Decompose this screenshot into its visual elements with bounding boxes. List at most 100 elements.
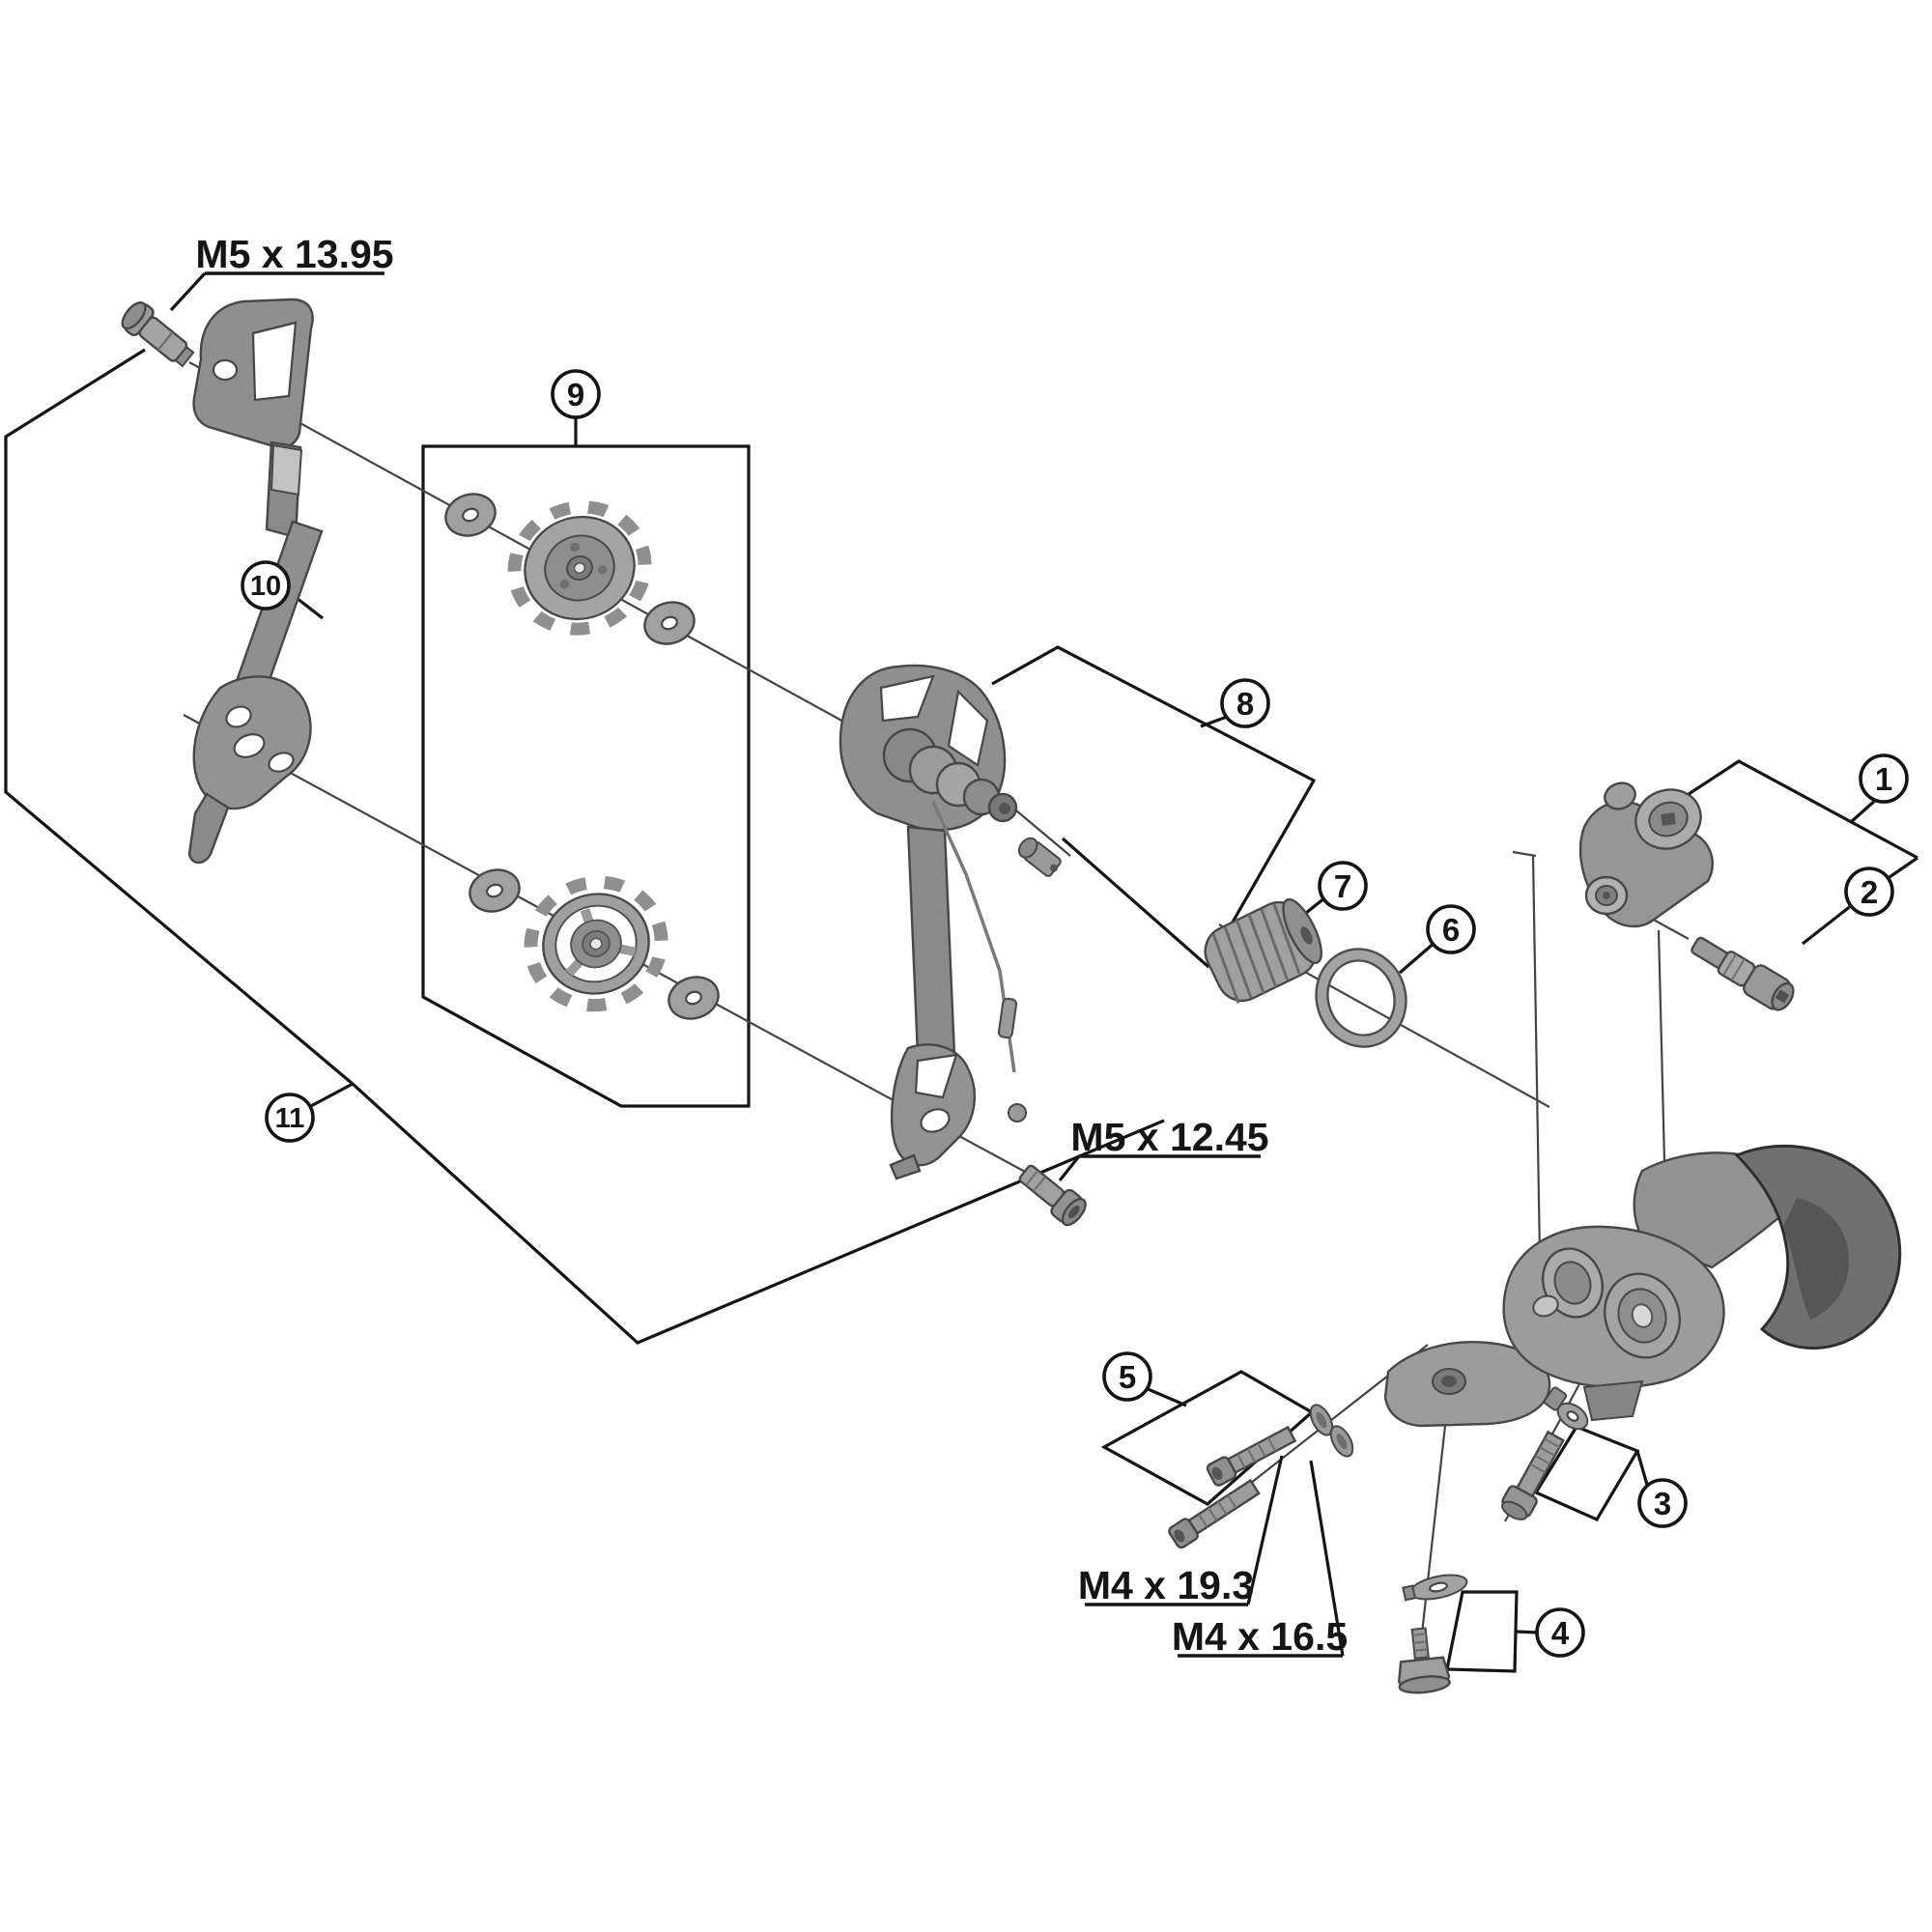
part-number-9: 9: [567, 377, 584, 412]
part-callout-1: 1: [1859, 753, 1909, 804]
derailleur-body: [1383, 1144, 1902, 1428]
pulley-washer: [668, 976, 720, 1020]
axis-link-tick: [1512, 850, 1537, 858]
cage-spring-pin: [931, 801, 1027, 1122]
part-callout-6: 6: [1426, 904, 1476, 954]
tension-screw: [1398, 1627, 1451, 1694]
body-boss-center: [1604, 1272, 1681, 1359]
cable-bolt-group: [1168, 1404, 1354, 1549]
cage-plate-cutout-1: [879, 674, 935, 723]
part-number-6: 6: [1442, 912, 1460, 948]
callout-stub-8: [1200, 715, 1228, 728]
cable-washer-2: [1329, 1425, 1354, 1458]
bracket-axle-bolt: [1690, 936, 1795, 1011]
callout-stub-4: [1516, 1630, 1539, 1634]
outer-plate: [192, 298, 314, 539]
part-callout-2: 2: [1844, 867, 1894, 917]
body-boss-left: [1542, 1247, 1604, 1319]
dimension-label-m5x13-95: M5 x 13.95: [195, 232, 393, 276]
pulley-washer: [643, 601, 696, 645]
part-number-2: 2: [1861, 874, 1878, 910]
cable-washer-1: [1309, 1404, 1334, 1436]
callout-diamond-5: [1100, 1370, 1315, 1506]
part-callout-9: 9: [551, 369, 601, 419]
part-number-4: 4: [1551, 1615, 1570, 1651]
callout-diamond-8: [991, 645, 1317, 969]
cage-plate-bottom-hole: [920, 1108, 951, 1133]
cage-plate-bottom-cutout: [914, 1053, 958, 1099]
part-callout-10: 10: [241, 560, 291, 611]
link-upper-boss: [1634, 788, 1702, 850]
link-flange: [1604, 781, 1636, 810]
part-number-3: 3: [1654, 1486, 1671, 1521]
leader-m5-mid: [1058, 1155, 1081, 1181]
leader-m4-a: [1246, 1455, 1284, 1605]
part-callout-8: 8: [1220, 678, 1270, 728]
part-callout-7: 7: [1318, 861, 1368, 911]
tension-spring: [1204, 897, 1322, 1004]
outer-plate-strap-highlight: [270, 443, 303, 497]
callout-square-4: [1445, 1590, 1519, 1673]
part-callout-11: 11: [265, 1093, 315, 1143]
part-callout-5: 5: [1102, 1351, 1152, 1402]
part-number-callouts: 1 2 3 4 5 6 7 8: [241, 369, 1909, 1658]
dimension-label-m4x19-3: M4 x 19.3: [1078, 1563, 1254, 1607]
dimension-label-m5x12-45: M5 x 12.45: [1070, 1115, 1268, 1159]
dimension-label-m4x16-5: M4 x 16.5: [1172, 1614, 1348, 1659]
callout-stub-11: [308, 1082, 354, 1109]
part-number-11: 11: [275, 1103, 305, 1134]
part-callout-3: 3: [1637, 1478, 1688, 1528]
callout-stub-3: [1635, 1450, 1649, 1486]
tension-washer: [1402, 1574, 1468, 1602]
callout-stub-5: [1145, 1386, 1187, 1407]
pulley-set: [444, 493, 720, 1020]
cage-plate-assembly: [838, 664, 1062, 1180]
inner-plate: [187, 520, 324, 865]
stopper-bolt-group: [1501, 1386, 1589, 1520]
part-number-1: 1: [1875, 761, 1892, 797]
cage-plate-bottom-head: [890, 1043, 977, 1167]
cable-bolt-short: [1206, 1425, 1297, 1487]
outer-plate-cutout: [251, 321, 298, 402]
cage-stopper-bolt: [1017, 837, 1062, 877]
pulley-washer: [444, 493, 497, 537]
stopper-bolt: [1501, 1430, 1565, 1520]
cable-bolt-long: [1168, 1478, 1261, 1549]
bracket-axle-unit: [1578, 781, 1714, 928]
inner-plate-hook: [187, 792, 230, 865]
leader-m4-b: [1309, 1460, 1345, 1657]
callout-box-9: [421, 444, 751, 1108]
outer-plate-hole: [212, 358, 239, 382]
guide-pulley: [507, 500, 652, 636]
part-number-5: 5: [1119, 1359, 1136, 1395]
cage-plate-strap: [906, 825, 956, 1057]
inner-plate-hole-2: [268, 752, 295, 773]
part-number-7: 7: [1334, 868, 1351, 904]
callout-diamond-3: [1533, 1425, 1640, 1522]
part-number-10: 10: [250, 571, 281, 602]
cage-plate-hook: [889, 1153, 922, 1180]
tension-pulley: [524, 875, 668, 1012]
leader-m5-top: [169, 271, 207, 312]
callout-polygon-11: [4, 348, 1165, 1345]
dimension-labels: M5 x 13.95 M5 x 12.45 M4 x 19.3 M4 x 16.…: [195, 232, 1348, 1659]
stopper-washer: [1556, 1402, 1589, 1431]
body-arm: [1383, 1341, 1551, 1428]
axis-cage-pivot: [1009, 805, 1071, 857]
axis-link-upper-mount: [1531, 854, 1542, 1257]
seal-ring: [1315, 948, 1407, 1048]
body-cover-shading: [1783, 1198, 1850, 1320]
callout-stub-2b: [1802, 903, 1853, 946]
inner-plate-hole-1: [233, 733, 266, 758]
plate-bolt-top: [121, 300, 195, 368]
cage-pivot-boss: [882, 727, 1018, 823]
label-lines: [169, 271, 1345, 1658]
plate-bolt-mid: [1018, 1164, 1087, 1227]
inner-plate-hole-3: [225, 705, 252, 728]
cage-plate-cutout-2: [947, 689, 989, 767]
axis-tension-screw: [1419, 1425, 1447, 1643]
callout-stub-2a: [1889, 856, 1918, 879]
callout-bracket-1: [1682, 759, 1918, 860]
